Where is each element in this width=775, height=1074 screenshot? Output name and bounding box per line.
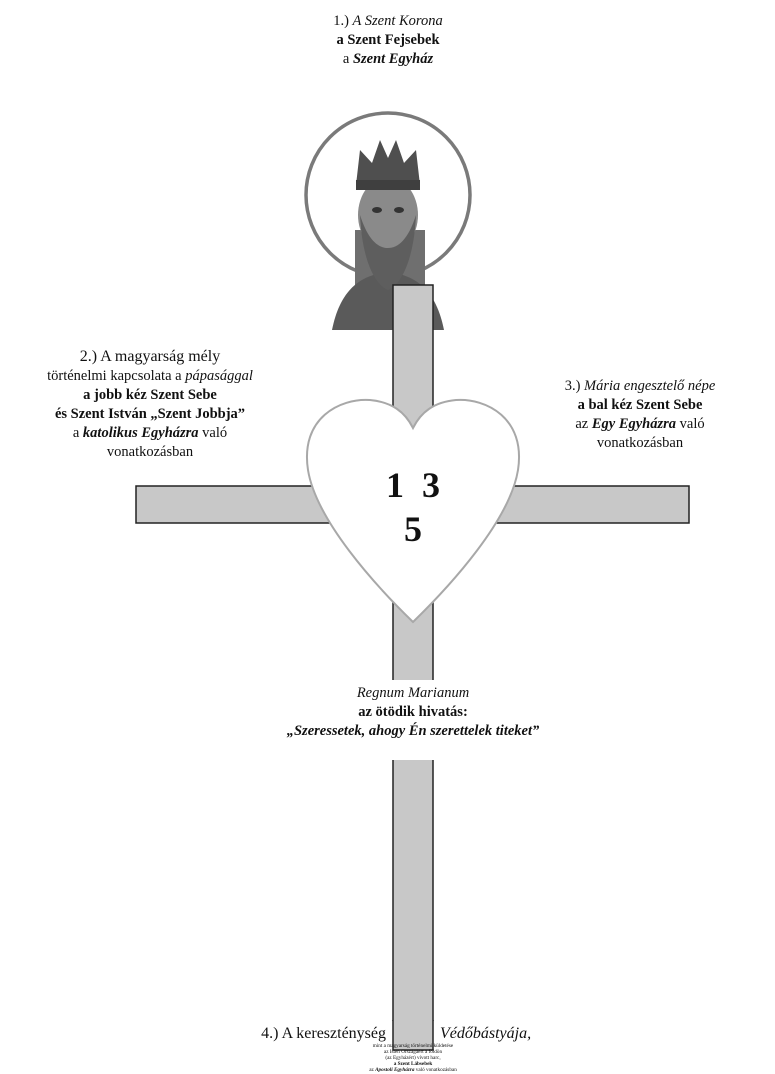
right-line3-suffix: való [680,416,705,432]
bottom-right-text: Védőbástyája, [440,1024,640,1043]
right-number: 3.) [565,378,581,394]
bottom-line6-suffix: való vonatkozásban [416,1067,457,1073]
right-line1-italic: Mária engesztelő népe [584,378,715,394]
left-line2-italic: pápasággal [185,368,253,384]
left-line3: a jobb kéz Szent Sebe [83,387,217,403]
left-line5-bold-italic: katolikus Egyházra [83,425,199,441]
left-line5-prefix: a [73,425,79,441]
center-label: Regnum Marianum az ötödik hivatás: „Szer… [213,684,613,741]
top-bold-line: a Szent Fejsebek [336,32,439,48]
top-line3-bold-italic: Szent Egyház [353,51,433,67]
center-line1: Regnum Marianum [357,685,469,701]
left-line1: 2.) A magyarság mély [15,347,285,367]
bottom-line6-prefix: az [369,1067,374,1073]
left-line4: és Szent István „Szent Jobbja” [55,406,245,422]
bottom-right-italic: Védőbástyája, [440,1025,531,1042]
left-label: 2.) A magyarság mély történelmi kapcsola… [15,347,285,462]
heart-number-row1: 1 3 [353,464,473,506]
top-label: 1.) A Szent Korona a Szent Fejsebek a Sz… [288,12,488,69]
top-number: 1.) [333,13,349,29]
left-line2-prefix: történelmi kapcsolata a [47,368,181,384]
right-line3-prefix: az [575,416,588,432]
heart-number-row2: 5 [353,508,473,550]
right-line3-bold-italic: Egy Egyházra [592,416,676,432]
left-line6: vonatkozásban [15,443,285,462]
right-label: 3.) Mária engesztelő népe a bal kéz Szen… [520,377,760,453]
top-line3-prefix: a [343,51,349,67]
right-line2: a bal kéz Szent Sebe [578,397,703,413]
bottom-left-text: 4.) A kereszténység [150,1024,386,1043]
bottom-line6-bold-italic: Apostoli Egyházra [375,1067,414,1073]
cross-vertical-beam [393,285,433,1070]
center-line3: „Szeressetek, ahogy Én szerettelek titek… [287,723,540,739]
right-line4: vonatkozásban [520,434,760,453]
center-line2: az ötödik hivatás: [358,704,468,720]
left-line5-suffix: való [202,425,227,441]
top-italic: A Szent Korona [353,13,443,29]
